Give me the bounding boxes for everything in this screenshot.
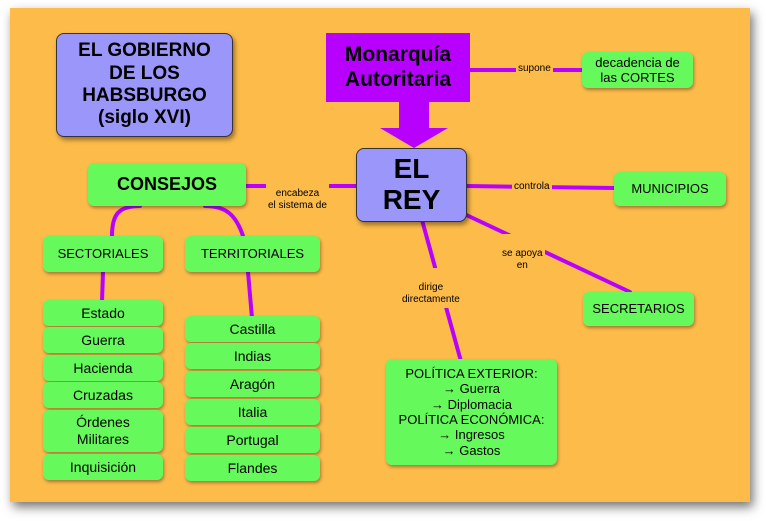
municipios-label: MUNICIPIOS xyxy=(631,181,709,197)
politica-label: POLÍTICA EXTERIOR: → Guerra → Diplomacia… xyxy=(398,366,545,458)
list-item: Italia xyxy=(185,399,320,425)
edge-label-controla: controla xyxy=(512,180,552,195)
link-sectoriales-list xyxy=(100,270,105,304)
territoriales-node: TERRITORIALES xyxy=(185,236,320,272)
consejos-label: CONSEJOS xyxy=(116,173,218,194)
rey-label: EL REY xyxy=(382,153,441,215)
list-item: Estado xyxy=(43,300,163,326)
list-item: Portugal xyxy=(185,427,320,453)
link-territoriales-list xyxy=(246,270,254,320)
consejos-node: CONSEJOS xyxy=(88,163,246,206)
link-rey-secretarios xyxy=(458,210,632,294)
territoriales-label: TERRITORIALES xyxy=(200,246,305,262)
secretarios-label: SECRETARIOS xyxy=(592,301,685,317)
title-text: EL GOBIERNO DE LOS HABSBURGO (siglo XVI) xyxy=(78,40,211,129)
edge-label-dirige: dirige directamente xyxy=(400,268,462,308)
edge-label-apoya: se apoya en xyxy=(500,234,545,274)
list-item: Hacienda xyxy=(43,355,163,381)
link-consejos-territoriales xyxy=(203,204,245,238)
politica-node: POLÍTICA EXTERIOR: → Guerra → Diplomacia… xyxy=(386,359,557,465)
secretarios-node: SECRETARIOS xyxy=(583,292,694,326)
municipios-node: MUNICIPIOS xyxy=(614,172,726,206)
list-item: Indias xyxy=(185,343,320,369)
link-consejos-sectoriales xyxy=(110,204,142,238)
list-item: Aragón xyxy=(185,371,320,397)
list-item: Castilla xyxy=(185,316,320,342)
list-item: Cruzadas xyxy=(43,382,163,408)
edge-label-supone: supone xyxy=(516,62,553,77)
monarquia-node: Monarquía Autoritaria xyxy=(326,33,470,102)
monarquia-label: Monarquía Autoritaria xyxy=(344,42,452,91)
list-item: Órdenes Militares xyxy=(43,410,163,452)
edge-label-encabeza: encabeza el sistema de xyxy=(266,174,329,214)
arrow-monarquia-to-rey xyxy=(380,102,448,148)
title-box: EL GOBIERNO DE LOS HABSBURGO (siglo XVI) xyxy=(56,33,233,137)
list-item: Guerra xyxy=(43,327,163,353)
sectoriales-node: SECTORIALES xyxy=(43,236,163,272)
rey-node: EL REY xyxy=(356,148,467,222)
decadencia-label: decadencia de las CORTES xyxy=(595,54,680,85)
sectoriales-label: SECTORIALES xyxy=(57,246,149,262)
list-item: Flandes xyxy=(185,455,320,481)
decadencia-node: decadencia de las CORTES xyxy=(582,52,693,88)
list-item: Inquisición xyxy=(43,454,163,480)
